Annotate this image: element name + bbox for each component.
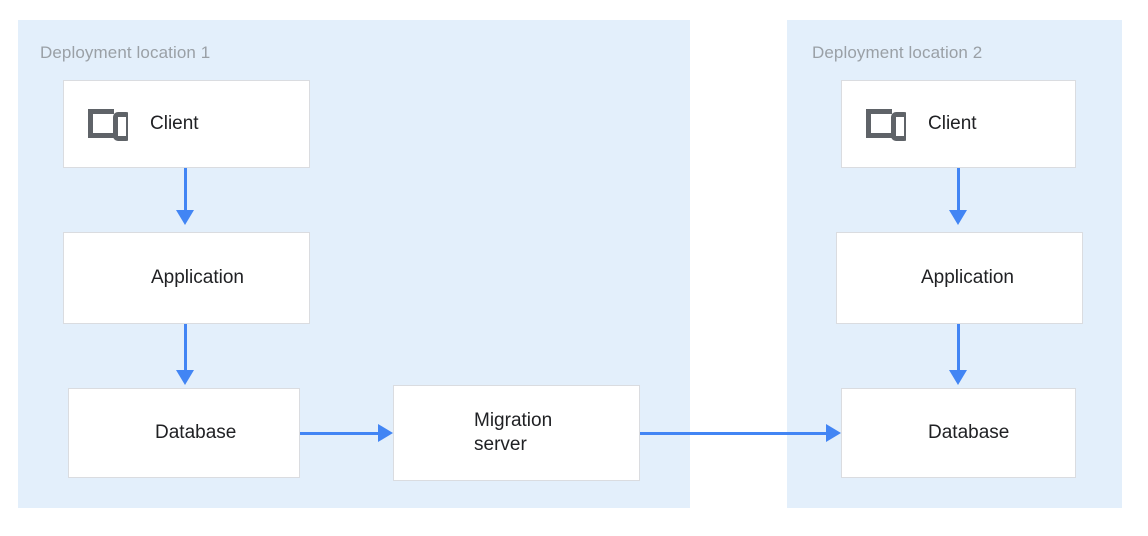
node-database-1-label: Database <box>155 422 237 443</box>
edge-migration-db2-line <box>640 432 836 435</box>
edge-client2-app2-line <box>957 168 960 212</box>
edge-db1-migration-arrowhead <box>378 424 393 442</box>
server-icon <box>868 412 906 454</box>
zone-1-label: Deployment location 1 <box>40 43 211 62</box>
client-devices-icon <box>84 105 128 143</box>
zone-2-label: Deployment location 2 <box>812 43 983 62</box>
edge-app2-db2-line <box>957 324 960 372</box>
node-migration-server[interactable]: Migration server <box>393 385 640 481</box>
edge-db1-migration-line <box>300 432 380 435</box>
edge-client1-app1-line <box>184 168 187 212</box>
node-migration-server-label: Migration server <box>474 410 553 455</box>
node-client-1[interactable]: Client <box>63 80 310 168</box>
node-application-1[interactable]: Application <box>63 232 310 324</box>
client-devices-icon <box>862 105 906 143</box>
edge-client1-app1-arrowhead <box>176 210 194 225</box>
server-icon <box>414 412 452 454</box>
node-application-2-label: Application <box>921 267 1014 288</box>
edge-client2-app2-arrowhead <box>949 210 967 225</box>
node-application-1-label: Application <box>151 267 244 288</box>
server-icon <box>91 257 129 299</box>
node-client-2[interactable]: Client <box>841 80 1076 168</box>
server-icon <box>95 412 133 454</box>
edge-migration-db2-arrowhead <box>826 424 841 442</box>
node-client-2-label: Client <box>928 113 977 134</box>
edge-app1-db1-arrowhead <box>176 370 194 385</box>
server-icon <box>861 257 899 299</box>
edge-app1-db1-line <box>184 324 187 372</box>
node-application-2[interactable]: Application <box>836 232 1083 324</box>
node-database-1[interactable]: Database <box>68 388 300 478</box>
node-database-2[interactable]: Database <box>841 388 1076 478</box>
node-client-1-label: Client <box>150 113 199 134</box>
edge-app2-db2-arrowhead <box>949 370 967 385</box>
node-database-2-label: Database <box>928 422 1010 443</box>
